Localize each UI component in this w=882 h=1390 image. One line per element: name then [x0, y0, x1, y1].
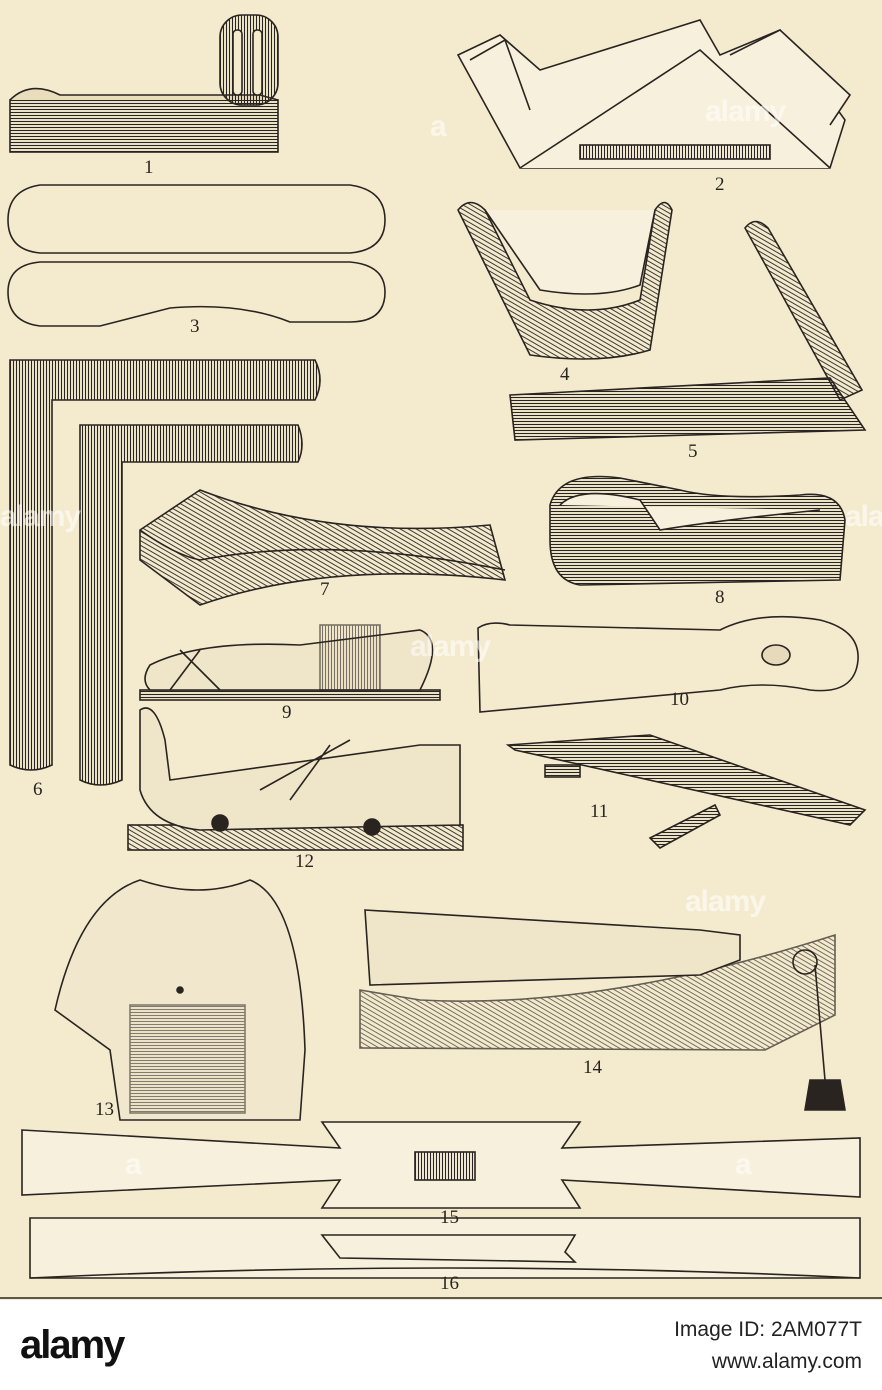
fig-9-drawing: [139, 624, 441, 701]
fig-3-drawing: [7, 184, 386, 327]
stock-url: www.alamy.com: [711, 1350, 862, 1373]
fig-12-label: 12: [295, 851, 314, 872]
fig-16-label: 16: [440, 1273, 459, 1294]
fig-6-label: 6: [33, 779, 43, 800]
fig-7-drawing: [139, 489, 507, 606]
fig-13-drawing: [54, 879, 306, 1121]
fig-1-label: 1: [144, 157, 154, 178]
watermark-mark: a: [735, 1148, 752, 1181]
fig-13-label: 13: [95, 1099, 114, 1120]
alamy-logo: alamy: [20, 1323, 128, 1367]
watermark-brand: alamy: [845, 500, 882, 533]
fig-7-label: 7: [320, 579, 330, 600]
fig-15-drawing: [21, 1121, 861, 1209]
fig-14-label: 14: [583, 1057, 602, 1078]
watermark-brand: alamy: [685, 885, 766, 918]
fig-14-drawing: [359, 909, 846, 1111]
fig-11-drawing: [505, 734, 867, 849]
fig-11-label: 11: [590, 801, 609, 822]
watermark-brand: alamy: [410, 630, 491, 663]
fig-8-label: 8: [715, 587, 725, 608]
fig-2-label: 2: [715, 174, 725, 195]
plate-drawing: [0, 14, 882, 1299]
fig-2-drawing: [456, 19, 852, 169]
fig-8-drawing: [549, 475, 846, 586]
fig-12-drawing: [127, 707, 464, 851]
image-id: Image ID: 2AM077T: [674, 1318, 862, 1341]
watermark-brand: alamy: [705, 95, 786, 128]
fig-1-drawing: [9, 14, 279, 153]
watermark-mark: a: [125, 1148, 142, 1181]
watermark-mark: a: [430, 110, 447, 143]
fig-4-label: 4: [560, 364, 570, 385]
fig-10-label: 10: [670, 689, 689, 710]
fig-10-drawing: [477, 615, 859, 713]
illustration-plate: 1 2 3 4 5 6 7 8 9 10 11 12 13 14 15 16 a…: [0, 0, 882, 1300]
fig-6-drawing: [9, 359, 321, 786]
fig-3-label: 3: [190, 316, 200, 337]
stock-footer: [0, 1300, 882, 1390]
fig-16-drawing: [29, 1217, 861, 1279]
fig-15-label: 15: [440, 1207, 459, 1228]
fig-5-drawing: [509, 220, 867, 441]
fig-9-label: 9: [282, 702, 292, 723]
fig-5-label: 5: [688, 441, 698, 462]
fig-4-drawing: [457, 201, 673, 360]
watermark-brand: alamy: [0, 500, 81, 533]
alamy-logo-text: alamy: [20, 1323, 126, 1367]
